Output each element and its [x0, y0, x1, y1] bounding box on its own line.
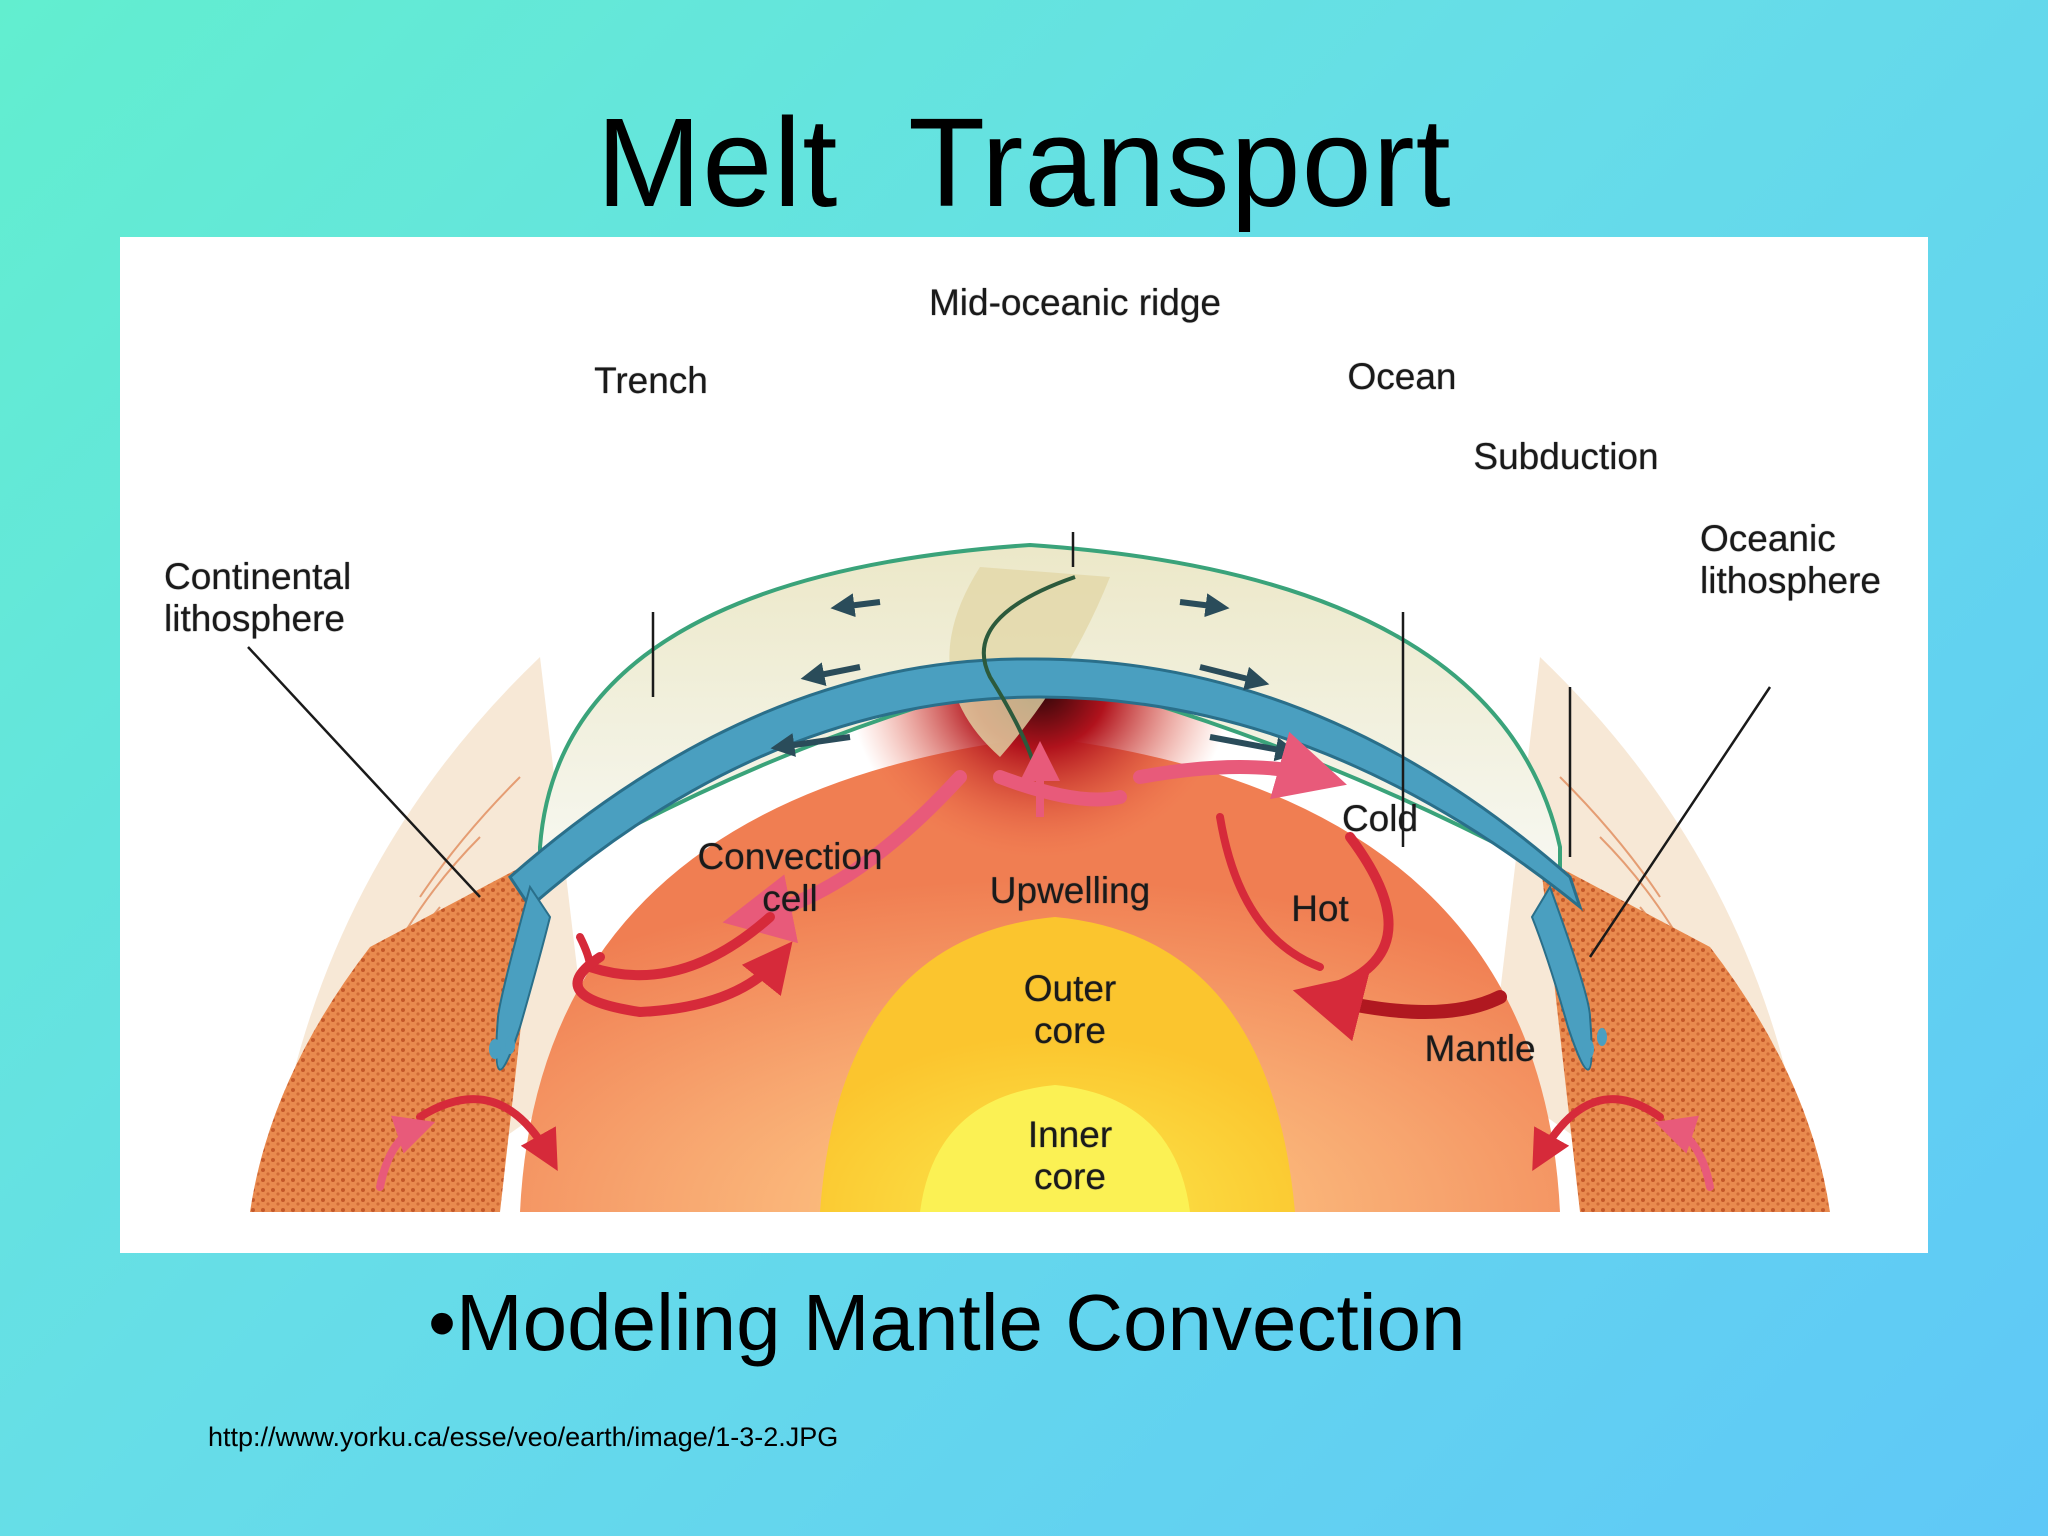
label-continental-lithosphere-line1: Continental: [164, 556, 352, 597]
label-inner-core-line1: Inner: [1027, 1114, 1113, 1155]
label-cold: Cold: [1341, 798, 1419, 839]
label-inner-core-line2: core: [1034, 1156, 1106, 1197]
outer-core: [820, 917, 1295, 1212]
label-oceanic-lithosphere-line2: lithosphere: [1700, 560, 1882, 601]
diagram-artwork: [247, 532, 1830, 1212]
continental-lithosphere-right: [1540, 857, 1830, 1212]
source-url: http://www.yorku.ca/esse/veo/earth/image…: [208, 1422, 839, 1452]
oceanic-plate: [508, 657, 1584, 912]
subducting-slab-right: [1530, 884, 1593, 1071]
continental-lithosphere-left: [250, 857, 540, 1212]
label-convection-cell-line1: Convection: [697, 836, 883, 877]
bullet-point: •Modeling Mantle Convection: [428, 1278, 1466, 1367]
label-hot: Hot: [1291, 888, 1349, 929]
label-trench: Trench: [594, 360, 708, 401]
label-mid-oceanic-ridge: Mid-oceanic ridge: [928, 282, 1222, 323]
label-convection-cell-line2: cell: [762, 878, 818, 919]
leader-continental: [247, 646, 481, 898]
label-oceanic-lithosphere-line1: Oceanic: [1700, 518, 1836, 559]
leader-oceanic: [1588, 686, 1772, 958]
label-mantle: Mantle: [1424, 1028, 1536, 1069]
subducting-slab-left: [495, 884, 552, 1071]
label-ocean: Ocean: [1347, 356, 1457, 397]
ocean-water: [538, 542, 1562, 881]
mantle-convection-diagram: Mid-oceanic ridge Trench Ocean Subductio…: [120, 237, 1928, 1253]
inner-core: [920, 1085, 1190, 1212]
label-outer-core-line2: core: [1034, 1010, 1106, 1051]
label-continental-lithosphere-line2: lithosphere: [164, 598, 346, 639]
label-upwelling: Upwelling: [989, 870, 1151, 911]
label-subduction: Subduction: [1473, 436, 1659, 477]
slide-title: Melt Transport: [596, 92, 1452, 233]
label-outer-core-line1: Outer: [1023, 968, 1117, 1009]
